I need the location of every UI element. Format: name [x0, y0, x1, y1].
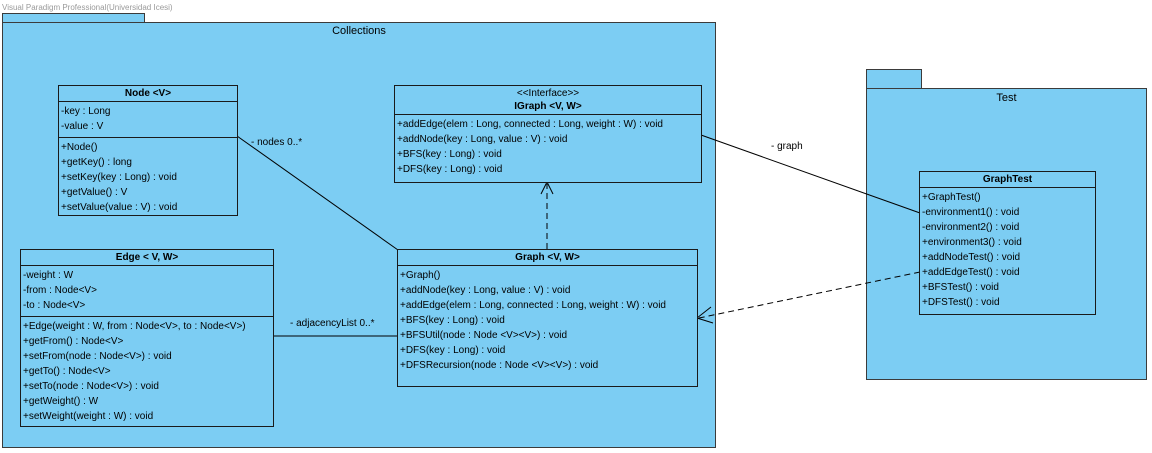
- graph-operation: +addNode(key : Long, value : V) : void: [400, 285, 571, 296]
- interface-igraph[interactable]: <<Interface>> IGraph <V, W> +addEdge(ele…: [394, 85, 702, 183]
- graphtest-operation: +GraphTest(): [922, 192, 981, 203]
- node-operation: +getKey() : long: [61, 157, 132, 168]
- nodes-association-label: - nodes 0..*: [251, 137, 303, 148]
- node-operation: +setKey(key : Long) : void: [61, 172, 177, 183]
- node-operation: +getValue() : V: [61, 187, 128, 198]
- graph-operation: +DFSRecursion(node : Node <V><V>) : void: [400, 360, 599, 371]
- interface-stereotype: <<Interface>>: [516, 88, 580, 99]
- graph-operation: +BFS(key : Long) : void: [400, 315, 505, 326]
- graph-operation: +addEdge(elem : Long, connected : Long, …: [400, 300, 666, 311]
- edge-operation: +getTo() : Node<V>: [23, 366, 111, 377]
- igraph-graphtest-association: [700, 134, 921, 214]
- class-node-attributes: -key : Long -value : V: [59, 102, 237, 138]
- edge-attribute: -to : Node<V>: [23, 300, 86, 311]
- class-graphtest[interactable]: GraphTest +GraphTest() -environment1() :…: [919, 171, 1096, 315]
- edge-operation: +getFrom() : Node<V>: [23, 336, 124, 347]
- node-graph-association: [236, 135, 399, 251]
- class-graph[interactable]: Graph <V, W> +Graph() +addNode(key : Lon…: [397, 249, 698, 387]
- graph-association-label: - graph: [771, 141, 803, 152]
- node-operation: +Node(): [61, 142, 98, 153]
- interface-igraph-header: <<Interface>> IGraph <V, W>: [395, 86, 701, 115]
- igraph-operation: +DFS(key : Long) : void: [397, 164, 503, 175]
- dependency-line: [698, 271, 921, 319]
- edge-operation: +setTo(node : Node<V>) : void: [23, 381, 159, 392]
- node-attribute: -value : V: [61, 121, 104, 132]
- edge-operation: +setWeight(weight : W) : void: [23, 411, 154, 422]
- graphtest-operation: -environment1() : void: [922, 207, 1020, 218]
- class-edge[interactable]: Edge < V, W> -weight : W -from : Node<V>…: [20, 249, 274, 427]
- dependency-arrowhead: [695, 306, 714, 324]
- edge-operation: +setFrom(node : Node<V>) : void: [23, 351, 172, 362]
- class-graph-operations: +Graph() +addNode(key : Long, value : V)…: [398, 266, 697, 376]
- interface-igraph-operations: +addEdge(elem : Long, connected : Long, …: [395, 115, 701, 180]
- igraph-operation: +addNode(key : Long, value : V) : void: [397, 134, 568, 145]
- edge-operation: +Edge(weight : W, from : Node<V>, to : N…: [23, 321, 246, 332]
- graph-operation: +DFS(key : Long) : void: [400, 345, 506, 356]
- class-edge-operations: +Edge(weight : W, from : Node<V>, to : N…: [21, 317, 273, 427]
- edge-attribute: -weight : W: [23, 270, 74, 281]
- graphtest-operation: -environment2() : void: [922, 222, 1020, 233]
- node-operation: +setValue(value : V) : void: [61, 202, 178, 213]
- class-edge-attributes: -weight : W -from : Node<V> -to : Node<V…: [21, 266, 273, 317]
- graphtest-operation: +DFSTest() : void: [922, 297, 1000, 308]
- graphtest-operation: +BFSTest() : void: [922, 282, 999, 293]
- class-graph-name: Graph <V, W>: [398, 250, 697, 266]
- graphtest-operation: +addNodeTest() : void: [922, 252, 1021, 263]
- graph-operation: +Graph(): [400, 270, 441, 281]
- graph-operation: +BFSUtil(node : Node <V><V>) : void: [400, 330, 568, 341]
- collections-package-title: Collections: [332, 25, 386, 37]
- igraph-operation: +BFS(key : Long) : void: [397, 149, 502, 160]
- class-node-operations: +Node() +getKey() : long +setKey(key : L…: [59, 138, 237, 218]
- node-attribute: -key : Long: [61, 106, 111, 117]
- class-edge-name: Edge < V, W>: [21, 250, 273, 266]
- igraph-operation: +addEdge(elem : Long, connected : Long, …: [397, 119, 663, 130]
- class-graphtest-name: GraphTest: [920, 172, 1095, 188]
- edge-attribute: -from : Node<V>: [23, 285, 97, 296]
- test-package-title: Test: [996, 92, 1017, 104]
- edge-operation: +getWeight() : W: [23, 396, 99, 407]
- class-node[interactable]: Node <V> -key : Long -value : V +Node() …: [58, 85, 238, 216]
- graphtest-operation: +environment3() : void: [922, 237, 1022, 248]
- class-node-name: Node <V>: [59, 86, 237, 102]
- interface-igraph-name: IGraph <V, W>: [514, 101, 582, 112]
- adjacency-association-label: - adjacencyList 0..*: [290, 318, 375, 329]
- watermark-text: Visual Paradigm Professional(Universidad…: [2, 3, 173, 12]
- graphtest-operation: +addEdgeTest() : void: [922, 267, 1020, 278]
- class-graphtest-operations: +GraphTest() -environment1() : void -env…: [920, 188, 1095, 313]
